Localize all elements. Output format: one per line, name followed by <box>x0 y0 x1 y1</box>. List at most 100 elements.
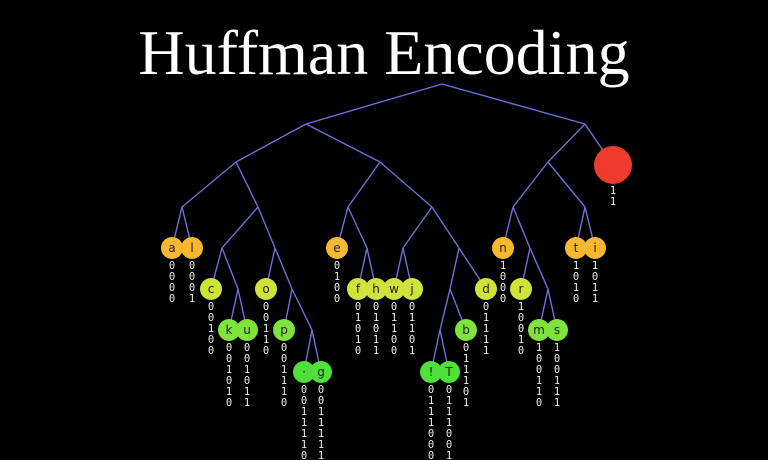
leaf-circle <box>420 361 442 383</box>
leaf-symbol: u <box>243 323 251 337</box>
leaf-circle <box>528 319 550 341</box>
tree-edge <box>379 161 433 208</box>
tree-edge <box>441 83 586 125</box>
leaf-symbol: c <box>208 282 215 296</box>
tree-edge <box>235 161 259 208</box>
tree-edge <box>291 288 313 331</box>
leaf-symbol: ! <box>429 365 434 379</box>
leaf-symbol: w <box>389 282 399 296</box>
tree-edge <box>305 83 443 125</box>
leaf-circle <box>273 319 295 341</box>
leaf-symbol: i <box>593 241 596 255</box>
leaf-symbol: · <box>302 365 306 379</box>
tree-edge <box>257 206 276 249</box>
leaf-circle <box>181 237 203 259</box>
tree-edge <box>305 123 381 163</box>
leaf-symbol: m <box>533 323 545 337</box>
leaf-symbol: b <box>462 323 470 337</box>
leaf-symbol: g <box>317 365 325 379</box>
leaf-circle <box>455 319 477 341</box>
leaf-circle <box>438 361 460 383</box>
leaf-symbol: r <box>519 282 524 296</box>
leaf-symbol: T <box>444 365 453 379</box>
tree-edge <box>274 247 293 290</box>
leaf-circle <box>293 361 315 383</box>
tree-edge <box>181 161 237 208</box>
leaf-symbol: j <box>409 282 413 296</box>
tree-edge <box>402 206 433 249</box>
tree-edge <box>235 123 307 163</box>
leaf-symbol: h <box>372 282 380 296</box>
leaf-circle <box>565 237 587 259</box>
tree-edge <box>449 247 460 290</box>
tree-edge <box>347 161 381 208</box>
leaf-circle <box>546 319 568 341</box>
leaf-circle <box>475 278 497 300</box>
leaf-symbol: a <box>168 241 175 255</box>
leaf-circle <box>365 278 387 300</box>
tree-edge <box>547 123 586 163</box>
tree-edge <box>512 161 549 208</box>
tree-edge <box>221 206 259 249</box>
leaf-symbol: p <box>280 323 288 337</box>
leaf-symbol: f <box>356 282 361 296</box>
leaf-circle <box>347 278 369 300</box>
leaf-symbol: d <box>482 282 490 296</box>
tree-edge <box>431 206 460 249</box>
leaf-circle <box>510 278 532 300</box>
leaf-circle <box>326 237 348 259</box>
leaf-circle <box>310 361 332 383</box>
leaf-circle <box>200 278 222 300</box>
leaf-circle <box>236 319 258 341</box>
tree-edge <box>347 206 368 249</box>
tree-edge <box>221 247 239 290</box>
leaf-symbol: n <box>499 241 507 255</box>
tree-edge <box>512 206 531 249</box>
leaf-circle <box>218 319 240 341</box>
leaf-symbol: o <box>262 282 269 296</box>
